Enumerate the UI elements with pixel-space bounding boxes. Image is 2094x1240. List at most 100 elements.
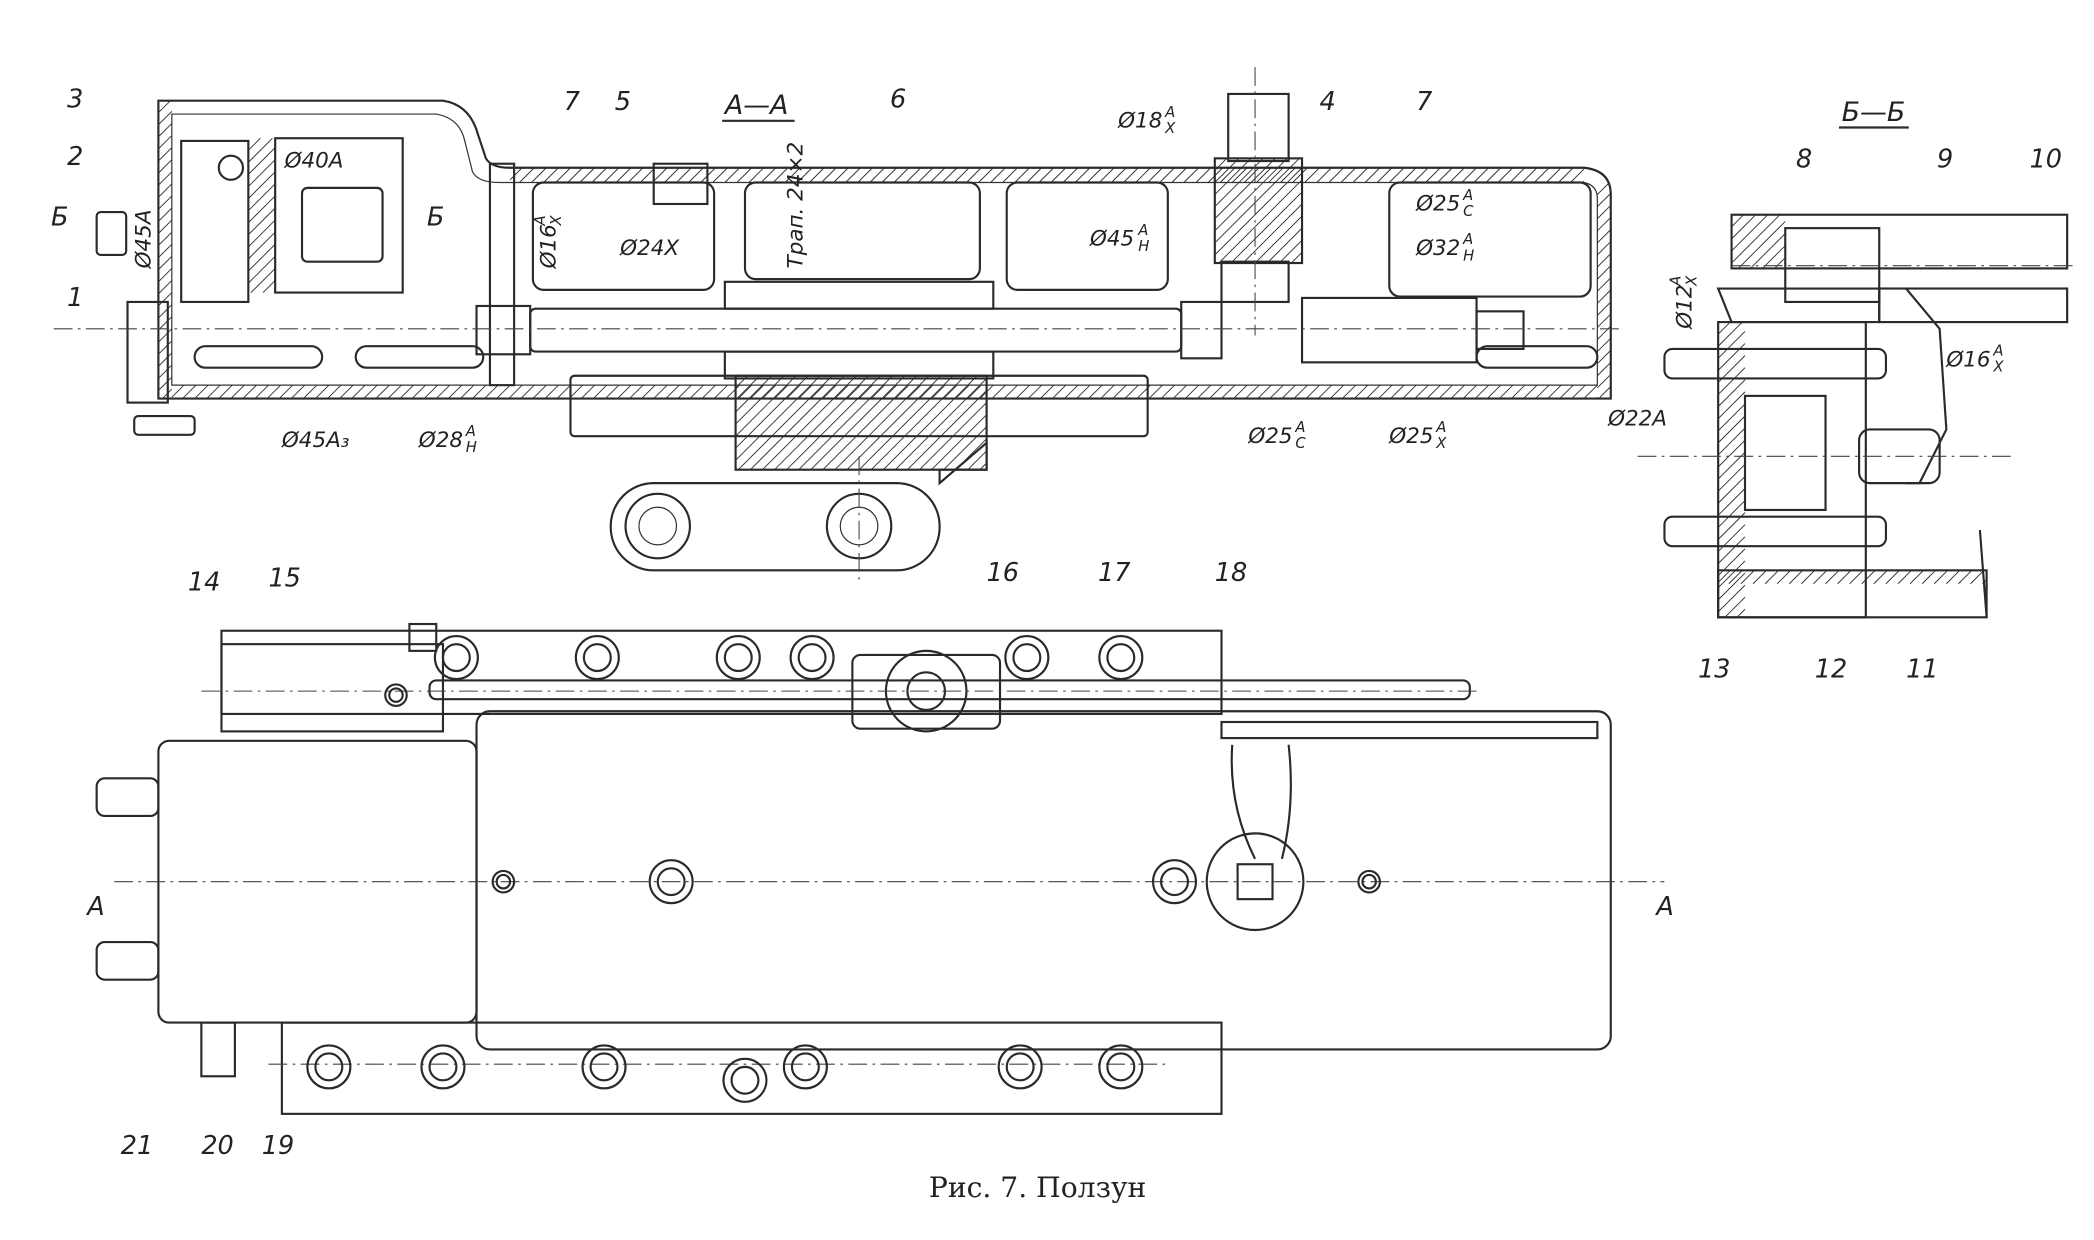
hatch-line [894,378,987,471]
hatch-line [1425,167,1441,183]
hatch-line [967,450,987,471]
hatch-line [919,384,934,399]
hatch-line [1123,167,1139,183]
dim-d28AH: Ø28 [418,428,463,453]
hatch-line [1559,384,1574,399]
hatch-line [1076,384,1091,399]
hatch-line [158,231,173,246]
hatch-line [1597,182,1610,195]
hatch-line [158,364,173,379]
hatch-line [1731,214,1757,240]
hatch-line [158,100,171,114]
part-number: 4 [1319,87,1335,117]
bolt-head [1151,859,1198,905]
fit-upper: A [1164,104,1175,121]
hatch-line [1147,167,1163,183]
dim-d24X: Ø24X [619,236,680,261]
hatch-line [508,384,523,399]
hatch-line [1230,191,1303,264]
dim-d22A: Ø22A [1607,406,1667,431]
hatch-line [1597,289,1612,304]
hatch-line [1197,384,1212,399]
section-mark-a-right: А [1654,892,1673,922]
hatch-line [870,375,966,471]
hatch-line [712,167,728,183]
hatch-line [1946,570,1961,585]
hatch-line [1764,570,1779,585]
hatch-line [158,135,173,150]
bolt-head [997,1044,1043,1090]
bolt-head [715,635,761,681]
hatch-line [544,384,559,399]
hatch-line [652,167,668,183]
dim-d45A3: Ø45A₃ [281,428,350,453]
fit-lower: H [1463,247,1474,264]
hatch-line [247,171,276,199]
hatch-line [786,375,881,471]
hatch-line [543,167,559,183]
hatch-line [556,384,571,399]
hatch-line [1341,384,1357,399]
section-title-a-a: А—А [723,90,789,121]
hatch-line [1731,214,1781,264]
bolt-head [1106,643,1136,673]
hatch-line [750,384,765,399]
hatch-line [1717,343,1746,371]
hatch-line [762,384,777,399]
hatch-line [1597,325,1612,340]
hatch-line [1909,570,1924,585]
hatch-line [1231,167,1248,183]
hatch-line [158,171,173,186]
hatch-line [1570,168,1585,183]
hatch-line [907,384,922,399]
hatch-line [1474,384,1489,399]
hatch-line [158,219,173,234]
hatch-line [1050,167,1067,183]
hatch-line [247,231,276,260]
fit-lower: X [1992,359,2004,376]
hatch-line [1052,384,1067,399]
hatch-line [688,167,704,183]
hatch-line [158,268,173,283]
hatch-line [1269,384,1284,399]
section-b-b-view [1637,213,2074,619]
hatch-line [615,167,632,183]
fit-lower: C [1295,435,1306,452]
dim-d25AC-top: Ø25 [1415,192,1460,217]
hatch-line [1376,167,1393,183]
hatch-line [1256,167,1272,183]
hatch-line [1509,167,1526,183]
bolt-head [384,683,408,707]
hatch-line [713,384,728,399]
dim-d25AC-bottom: Ø25 [1247,424,1292,449]
hatch-line [1268,167,1284,183]
hatch-line [979,462,987,471]
hatch-line [1317,384,1332,399]
hatch-line [991,384,1006,399]
hatch-line [917,167,934,183]
hatch-line [1933,570,1949,585]
hatch-line [1813,570,1828,585]
hatch-line [532,384,547,399]
hatch-line [735,375,821,461]
hatch-line [1717,379,1746,407]
part-number: 19 [262,1131,294,1161]
hatch-line [833,167,849,183]
hatch-line [665,384,680,399]
hatch-line [247,207,276,236]
hatch-line [966,167,982,183]
hatch-line [1293,384,1308,399]
hatch-line [1086,167,1103,183]
hatching [158,100,1987,618]
hatch-line [954,167,970,183]
hatch-line [171,384,185,398]
hatch-line [1597,362,1612,377]
hatch-line [857,167,873,183]
hatch-line [1184,384,1200,399]
hatch-line [1571,384,1586,399]
hatch-line [158,280,173,295]
hatch-line [664,167,680,183]
hatch-line [315,384,330,399]
hatch-line [1450,384,1465,399]
slider-body [475,710,1612,1051]
